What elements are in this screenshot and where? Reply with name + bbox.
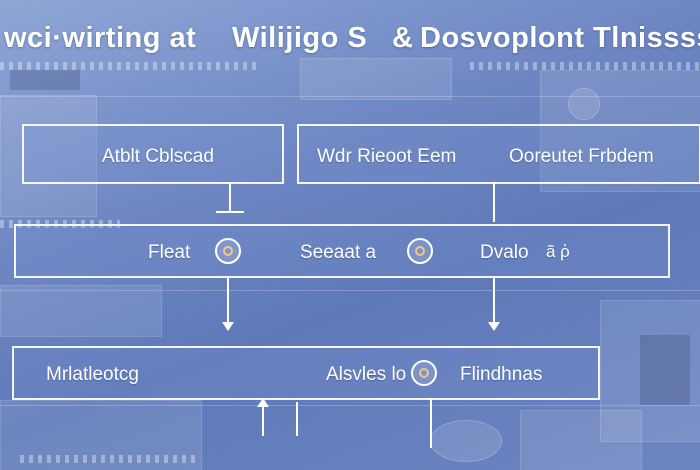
connector-line	[493, 182, 495, 222]
bg-circle	[430, 420, 502, 462]
box-middle-item-1-label: Fleat	[148, 242, 191, 263]
connector-line	[430, 398, 432, 448]
target-icon	[215, 238, 241, 264]
box-top-left-label: Atblt Cblscad	[102, 146, 214, 167]
box-bottom-item-3-label: Flindhnas	[460, 364, 543, 385]
connector-line	[229, 182, 231, 212]
arrow-line	[493, 276, 495, 324]
connector-line	[296, 402, 298, 436]
box-top-right: Wdr Rieoot Eem Ooreutet Frbdem	[297, 124, 700, 184]
target-icon	[411, 360, 437, 386]
title-part-2: Wilijigo S	[232, 22, 368, 54]
arrow-line	[227, 276, 229, 324]
bg-panel	[300, 58, 452, 100]
box-middle-item-2-label: Seeaat a	[300, 242, 377, 263]
box-top-right-label: Ooreutet Frbdem	[509, 146, 654, 167]
bg-panel	[600, 300, 700, 442]
arrow-line	[262, 406, 264, 436]
bg-panel	[540, 70, 700, 192]
bg-line	[0, 96, 700, 97]
box-top-middle-label: Wdr Rieoot Eem	[317, 146, 457, 167]
bg-panel	[10, 70, 80, 90]
arrow-down-icon	[488, 322, 500, 331]
bg-dots	[0, 62, 260, 70]
box-bottom-item-2-label: Alsvles lo	[326, 364, 407, 385]
box-bottom: Mrlatleotcg Alsvles lo Flindhnas	[12, 346, 600, 400]
bg-panel	[0, 95, 97, 217]
bg-circle	[568, 88, 600, 120]
bg-dots	[20, 455, 200, 463]
arrow-down-icon	[222, 322, 234, 331]
bg-line	[0, 290, 700, 291]
box-middle-item-3-label: Dvalo	[480, 242, 529, 263]
bg-panel	[0, 285, 162, 337]
arrow-up-icon	[257, 398, 269, 407]
box-bottom-item-1-label: Mrlatleotcg	[46, 364, 139, 385]
box-top-left: Atblt Cblscad	[22, 124, 284, 184]
title-part-4: Dosvoplont Tlnissss	[420, 22, 700, 54]
bg-panel	[520, 410, 642, 470]
box-middle: Fleat Seeaat a Dvalo ã ῥ	[14, 224, 670, 278]
target-icon	[407, 238, 433, 264]
title-part-1: wci·wirting at	[4, 22, 197, 54]
bg-line	[0, 405, 700, 406]
connector-bar	[216, 211, 244, 213]
diagram-title: wci·wirting at Wilijigo S & Dosvoplont T…	[0, 22, 700, 62]
bg-dots	[470, 62, 700, 70]
box-middle-item-3-extra: ã ῥ	[546, 242, 570, 261]
title-part-3: &	[392, 22, 414, 54]
bg-panel	[640, 335, 690, 405]
bg-panel	[0, 400, 202, 470]
